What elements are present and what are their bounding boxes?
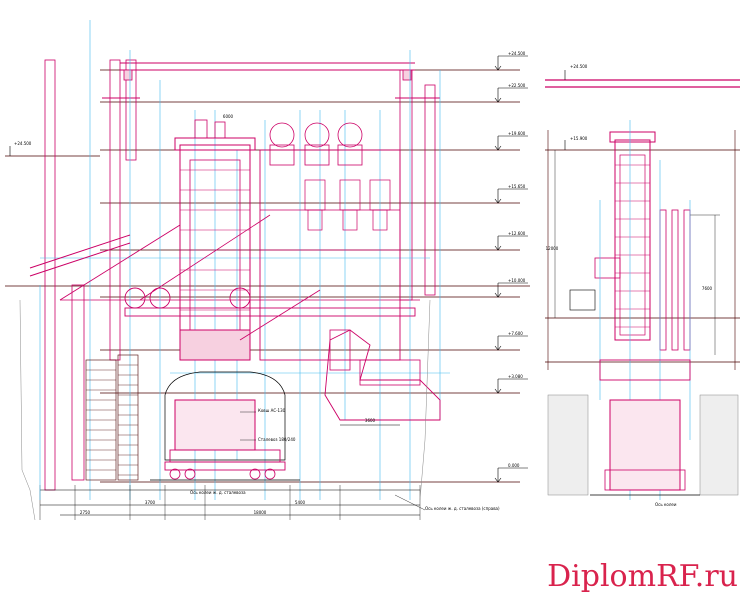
boundary <box>19 299 36 521</box>
elevation-arrow <box>494 388 502 394</box>
car-wheel-0 <box>169 468 181 480</box>
car-wheel-2 <box>249 468 261 480</box>
ladle <box>174 399 256 451</box>
elevation-label-5: +10.000 <box>508 278 526 283</box>
elevation-right-1: +15.900 <box>570 136 588 141</box>
roof-cover <box>599 359 691 381</box>
duct <box>324 329 441 421</box>
tower-right-inner <box>619 154 646 336</box>
conveyor <box>139 214 271 301</box>
duct-box <box>359 359 421 386</box>
elevation-arrow <box>494 97 502 103</box>
electrode-2 <box>683 209 691 351</box>
pit-wall-left <box>547 394 589 496</box>
elevation-arrow <box>494 198 502 204</box>
dim-mid: 3600 <box>365 418 376 423</box>
tower-cap <box>214 121 226 139</box>
hopper-body <box>269 144 295 166</box>
leader <box>394 494 426 511</box>
hopper-body <box>337 144 363 166</box>
platform <box>124 307 416 317</box>
pulley-0 <box>124 287 146 309</box>
ladle-label: Ковш АС-130 <box>258 408 286 413</box>
bunker-1 <box>339 179 361 211</box>
dim-3700: 3700 <box>145 500 156 505</box>
equipment-box <box>569 289 596 311</box>
column <box>424 84 436 296</box>
hopper-body <box>304 144 330 166</box>
stair-block <box>117 354 139 481</box>
watermark-logo: DiplomRF.ru <box>547 559 738 594</box>
tower-right-top <box>609 131 656 143</box>
elevation-arrow <box>494 65 502 71</box>
hopper-0 <box>269 122 295 148</box>
car-label: Сталевоз 180/240 <box>258 437 296 442</box>
bunker-0 <box>304 179 326 211</box>
elevation-label-6: +7.600 <box>508 331 523 336</box>
dim-right-v2: 7600 <box>702 286 713 291</box>
elevation-arrow <box>494 345 502 351</box>
column <box>109 59 121 361</box>
duct-riser <box>329 329 351 371</box>
dim-5400: 5400 <box>295 500 306 505</box>
electrode-0 <box>659 209 667 351</box>
axis-note-1: Ось колеи ж. д. сталевоза <box>190 490 246 495</box>
bunker-chute <box>307 209 323 231</box>
hopper-1 <box>304 122 330 148</box>
hopper-2 <box>337 122 363 148</box>
conveyor <box>239 289 321 341</box>
elevation-label-left: +24.500 <box>14 141 32 146</box>
platform-box <box>594 257 621 279</box>
axis-note-2: Ось колеи ж. д. сталевоза (справа) <box>425 506 500 511</box>
conveyor <box>29 234 131 269</box>
elevation-label-0: +24.500 <box>508 51 526 56</box>
hopper-frame <box>259 149 401 361</box>
dim-right-v: 12000 <box>546 246 559 251</box>
column <box>125 59 137 161</box>
ladle-car-frame <box>164 461 286 471</box>
elevation-label-8: 0.000 <box>508 463 520 468</box>
elevation-label-7: +3.080 <box>508 374 523 379</box>
bunker-chute <box>372 209 388 231</box>
elevation-label-1: +22.500 <box>508 83 526 88</box>
pit-wall-right <box>699 394 739 496</box>
elevation-label-2: +19.600 <box>508 131 526 136</box>
elevation-arrow <box>494 145 502 151</box>
ladle-right <box>609 399 681 491</box>
car-wheel-3 <box>264 468 276 480</box>
car-right <box>604 469 686 491</box>
elevation-label-3: +15.650 <box>508 184 526 189</box>
boundary <box>419 299 431 501</box>
elevation-label-4: +12.600 <box>508 231 526 236</box>
column-left <box>44 59 56 491</box>
conveyor <box>59 224 181 301</box>
elevation-arrow <box>494 245 502 251</box>
elevation-arrow <box>494 292 502 298</box>
elevation-arrow <box>494 477 502 483</box>
dim-total: 18000 <box>254 510 267 515</box>
elevation-right-0: +24.500 <box>570 64 588 69</box>
electrode-1 <box>671 209 679 351</box>
tower-base <box>179 329 251 361</box>
crane-wheel <box>123 69 133 81</box>
tower-cap <box>194 119 208 139</box>
dim-top: 6000 <box>223 114 234 119</box>
conveyor <box>29 242 131 277</box>
car-wheel-1 <box>184 468 196 480</box>
crane-wheel <box>402 69 412 81</box>
pit-outline <box>164 371 286 461</box>
bunker-chute <box>342 209 358 231</box>
dim-2750: 2750 <box>80 510 91 515</box>
staircase <box>71 284 85 481</box>
tower-right <box>614 139 651 341</box>
right-note: Ось колеи <box>655 502 677 507</box>
